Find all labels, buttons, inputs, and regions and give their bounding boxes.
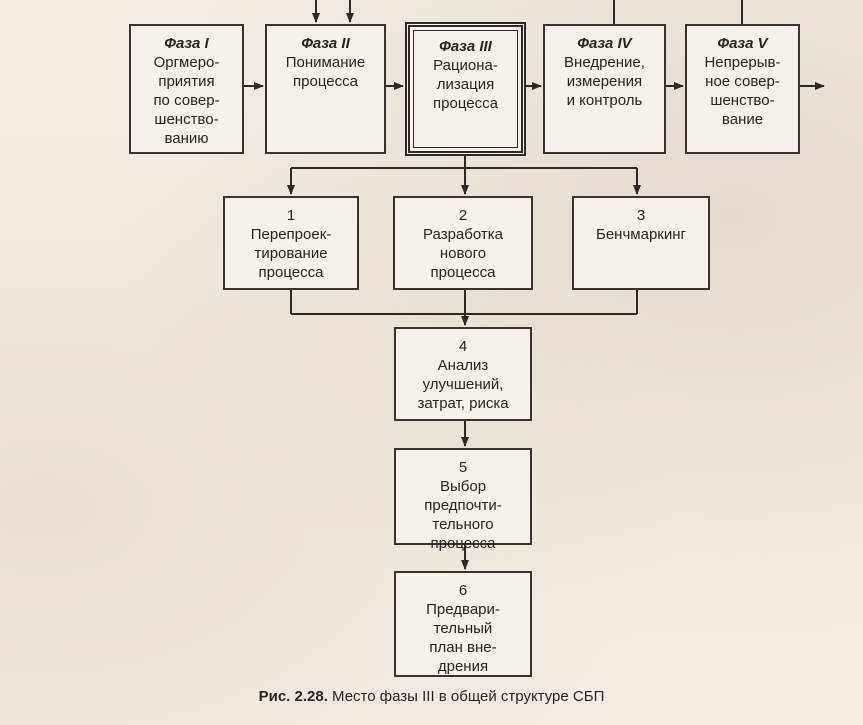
figure-caption-label: Рис. 2.28. [258, 688, 328, 705]
figure-caption: Рис. 2.28. Место фазы III в общей структ… [0, 688, 863, 705]
step-3-number: 3 [636, 207, 646, 224]
step-4-text: Анализ улучшений, затрат, риска [417, 357, 509, 412]
step-2-number: 2 [458, 207, 468, 224]
step-5-number: 5 [458, 459, 468, 476]
phase-3-text: Рациона- лизация процесса [433, 57, 498, 112]
phase-2-box: Фаза II Понимание процесса [265, 24, 386, 154]
phase-1-text: Оргмеро- приятия по совер- шенство- вани… [153, 54, 220, 147]
phase-4-box: Фаза IV Внедрение, измерения и контроль [543, 24, 666, 154]
step-3-box: 3 Бенчмаркинг [572, 196, 710, 290]
step-3-text: Бенчмаркинг [596, 226, 686, 243]
step-1-box: 1 Перепроек- тирование процесса [223, 196, 359, 290]
step-6-box: 6 Предвари- тельный план вне- дрения [394, 571, 532, 677]
phase-1-box: Фаза I Оргмеро- приятия по совер- шенств… [129, 24, 244, 154]
phase-1-title: Фаза I [164, 35, 209, 52]
phase-4-text: Внедрение, измерения и контроль [564, 54, 645, 109]
step-6-text: Предвари- тельный план вне- дрения [426, 601, 500, 675]
figure-caption-text: Место фазы III в общей структуре СБП [332, 688, 605, 705]
phase-5-text: Непрерыв- ное совер- шенство- вание [704, 54, 781, 128]
phase-5-box: Фаза V Непрерыв- ное совер- шенство- ван… [685, 24, 800, 154]
phase-4-title: Фаза IV [577, 35, 632, 52]
phase-2-title: Фаза II [301, 35, 350, 52]
step-2-text: Разработка нового процесса [423, 226, 503, 281]
step-1-number: 1 [286, 207, 296, 224]
step-4-box: 4 Анализ улучшений, затрат, риска [394, 327, 532, 421]
step-2-box: 2 Разработка нового процесса [393, 196, 533, 290]
step-5-text: Выбор предпочти- тельного процесса [424, 478, 502, 552]
phase-3-box: Фаза III Рациона- лизация процесса [405, 22, 526, 156]
step-5-box: 5 Выбор предпочти- тельного процесса [394, 448, 532, 552]
phase-2-text: Понимание процесса [285, 54, 366, 90]
step-1-text: Перепроек- тирование процесса [250, 226, 332, 281]
step-6-number: 6 [458, 582, 468, 599]
phase-5-title: Фаза V [717, 35, 768, 52]
step-4-number: 4 [458, 338, 468, 355]
phase-3-title: Фаза III [439, 38, 492, 55]
